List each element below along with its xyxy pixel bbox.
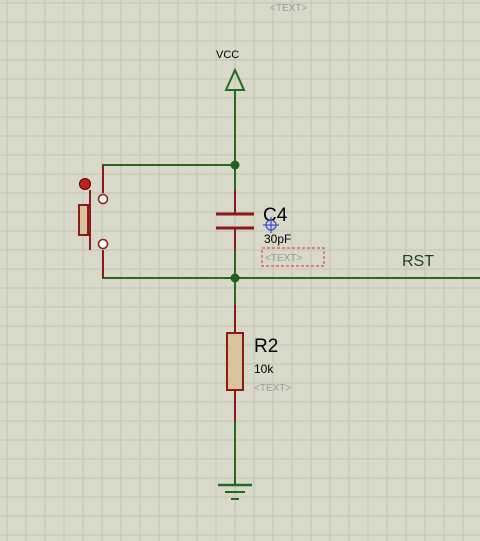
pushbutton-switch[interactable] xyxy=(78,165,109,278)
resistor-text-placeholder[interactable]: <TEXT> xyxy=(254,383,291,394)
switch-actuator-dot[interactable] xyxy=(79,178,91,190)
pushbutton-icon xyxy=(78,165,109,278)
vcc-label: VCC xyxy=(216,49,239,61)
resistor-r2[interactable]: R2 10k <TEXT> xyxy=(226,305,291,420)
capacitor-c4[interactable]: C4 30pF <TEXT> xyxy=(216,190,325,267)
crosshair-cursor-icon xyxy=(263,217,279,233)
capacitor-value[interactable]: 30pF xyxy=(264,232,291,246)
power-terminal-vcc[interactable]: VCC xyxy=(216,49,246,91)
resistor-ref[interactable]: R2 xyxy=(254,336,278,357)
selection-box xyxy=(261,247,325,267)
junction-rst xyxy=(230,273,240,283)
ground-symbol-icon[interactable] xyxy=(218,483,252,500)
capacitor-text-placeholder[interactable]: <TEXT> xyxy=(265,253,302,264)
resistor-value[interactable]: 10k xyxy=(254,362,274,376)
junction-top xyxy=(230,160,240,170)
top-text-placeholder[interactable]: <TEXT> xyxy=(270,3,307,14)
resistor-body xyxy=(226,332,244,391)
net-label-rst[interactable]: RST xyxy=(402,253,434,270)
